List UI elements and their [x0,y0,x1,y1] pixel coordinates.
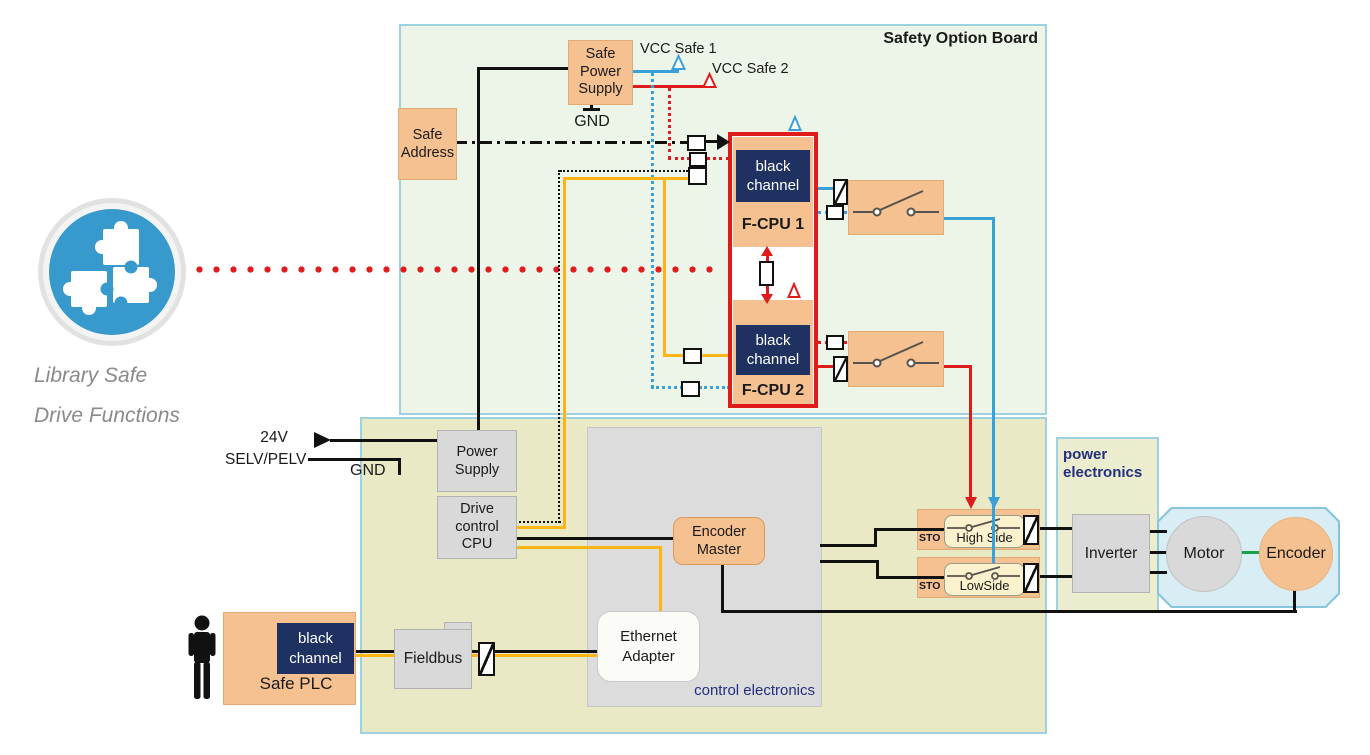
motor-circle: Motor [1166,516,1242,592]
coupling-node [688,167,707,185]
sto-low-switch: LowSide [944,563,1025,596]
fcpu2-label: F-CPU 2 [741,382,805,399]
selv-pelv-label: SELV/PELV [225,451,307,468]
safe-library-link-dotted [196,266,714,273]
safe-power-supply-box: Safe Power Supply [568,40,633,105]
fcpu1-black-channel: black channel [736,150,810,202]
safe-plc-black-channel: black channel [277,623,354,674]
safety-switch-1 [848,180,944,235]
isolator-icon [833,179,848,205]
v24-arrow-icon [314,432,331,448]
isolator-icon [1023,515,1039,545]
sto-low-label: LowSide [959,578,1010,593]
gnd-tick-icon [398,458,401,475]
switch-icon [947,566,1020,580]
vcc-safe2-ref-icon [787,282,801,299]
sto-high-tag: STO [919,532,941,544]
puzzle-icon [38,198,186,346]
sto-high-label: High Side [956,530,1013,545]
isolator-icon [478,642,495,676]
ground-icon [590,103,593,109]
address-arrowhead-icon [717,134,730,150]
control-electronics-label: control electronics [694,682,815,699]
coupling-node [689,152,707,167]
isolator-icon [833,356,848,382]
logo-caption-line1: Library Safe [34,364,148,387]
switch-icon [853,190,939,217]
safe-plc-label: Safe PLC [259,674,333,693]
encoder-master-box: Encoder Master [673,517,765,565]
sto-high-switch: High Side [944,515,1025,548]
fieldbus-box: Fieldbus [394,629,472,689]
coupling-node [826,335,844,350]
coupling-node [687,135,706,151]
coupling-node [826,205,844,220]
coupling-node [683,348,702,364]
fcpu2-black-channel: black channel [736,325,810,375]
vcc1-sto-arrowhead [987,497,1000,509]
vcc-safe1-arrow-icon [671,54,686,71]
vcc-safe1-ref-icon [788,115,802,132]
vcc-safe2-arrow-icon [702,72,717,89]
power-electronics-label: power electronics [1063,446,1143,481]
library-safe-logo [37,197,187,347]
isolator-icon [1023,563,1039,593]
safe-address-box: Safe Address [398,108,457,180]
safety-board-title: Safety Option Board [883,30,1038,47]
encoder-circle: Encoder [1259,517,1333,591]
coupling-node [681,381,700,397]
drive-control-cpu-box: Drive control CPU [437,496,517,559]
person-icon [187,615,217,700]
switch-icon [853,341,939,368]
cross-comm-coupler [759,261,774,286]
v24-label: 24V [260,429,288,446]
sto-low-tag: STO [919,580,941,592]
safety-switch-2 [848,331,944,387]
power-supply-box: Power Supply [437,430,517,492]
gnd-label-main: GND [350,462,386,479]
vcc2-sto-arrowhead [964,497,977,509]
fcpu1-label: F-CPU 1 [741,216,805,233]
logo-caption-line2: Drive Functions [34,404,180,427]
vcc-safe2-label: VCC Safe 2 [712,61,789,77]
vcc-safe1-label: VCC Safe 1 [640,41,717,57]
ethernet-adapter-box: Ethernet Adapter [597,611,700,682]
gnd-label-safety: GND [574,113,610,130]
inverter-box: Inverter [1072,514,1150,593]
